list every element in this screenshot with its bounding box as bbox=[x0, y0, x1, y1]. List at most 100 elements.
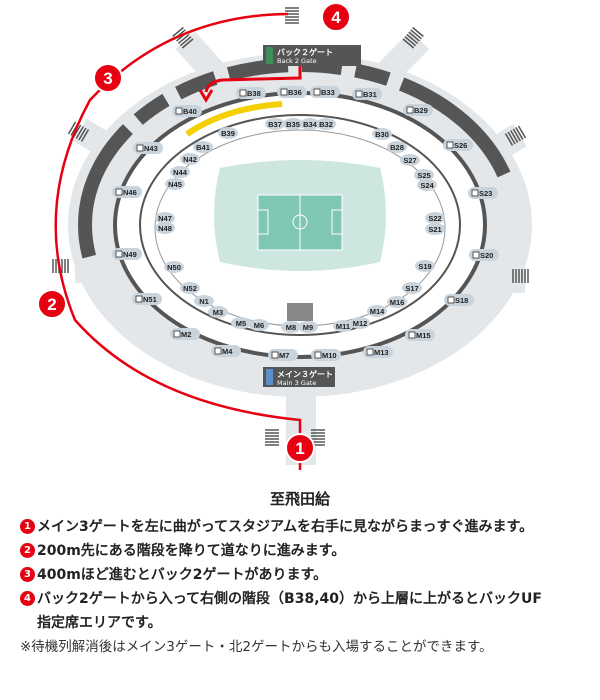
seat-block-s22[interactable]: S22 bbox=[425, 212, 445, 224]
seat-block-n46[interactable]: N46 bbox=[112, 186, 142, 198]
seat-block-m6[interactable]: M6 bbox=[249, 319, 269, 331]
seat-block-s21[interactable]: S21 bbox=[425, 223, 445, 235]
seat-block-b34[interactable]: B34 bbox=[300, 118, 320, 130]
seat-block-n52[interactable]: N52 bbox=[180, 282, 200, 294]
seat-block-m4[interactable]: M4 bbox=[211, 345, 241, 357]
elevator-icon bbox=[447, 296, 455, 304]
seat-label: B35 bbox=[286, 120, 300, 129]
elevator-icon bbox=[214, 347, 222, 355]
seat-block-m9[interactable]: M9 bbox=[298, 321, 318, 333]
seat-label: B41 bbox=[196, 143, 210, 152]
elevator-icon bbox=[366, 348, 374, 356]
seat-block-b37[interactable]: B37 bbox=[265, 118, 285, 130]
seat-block-b35[interactable]: B35 bbox=[283, 118, 303, 130]
seat-block-m5[interactable]: M5 bbox=[231, 317, 251, 329]
step-number-1: 1 bbox=[20, 519, 35, 534]
seat-block-n1[interactable]: N1 bbox=[194, 295, 214, 307]
seat-block-b38[interactable]: B38 bbox=[236, 87, 266, 99]
route-marker-3: 3 bbox=[93, 63, 123, 93]
elevator-icon bbox=[239, 89, 247, 97]
seat-block-n43[interactable]: N43 bbox=[133, 142, 163, 154]
seat-label: M5 bbox=[236, 319, 246, 328]
seat-label: S17 bbox=[405, 284, 418, 293]
step-text: メイン3ゲートを左に曲がってスタジアムを右手に見ながらまっすぐ進みます。 bbox=[37, 519, 534, 535]
route-line-inside bbox=[204, 52, 302, 93]
back-2-gate-label: バック２ゲート Back 2 Gate bbox=[263, 45, 361, 66]
seat-block-b32[interactable]: B32 bbox=[316, 118, 336, 130]
seat-block-b31[interactable]: B31 bbox=[352, 88, 382, 100]
seat-block-m14[interactable]: M14 bbox=[367, 305, 387, 317]
seat-block-m10[interactable]: M10 bbox=[311, 349, 341, 361]
seat-label: M14 bbox=[370, 307, 385, 316]
seat-block-b41[interactable]: B41 bbox=[193, 141, 213, 153]
route-marker-4: 4 bbox=[321, 2, 351, 32]
seat-block-n42[interactable]: N42 bbox=[180, 153, 200, 165]
elevator-icon bbox=[355, 90, 363, 98]
elevator-icon bbox=[115, 188, 123, 196]
seat-block-b29[interactable]: B29 bbox=[403, 104, 433, 116]
seat-label: S24 bbox=[420, 181, 434, 190]
seat-block-s24[interactable]: S24 bbox=[417, 179, 437, 191]
route-marker-1: 1 bbox=[285, 433, 315, 463]
stairs-icon bbox=[265, 429, 279, 446]
seat-label: N48 bbox=[158, 224, 172, 233]
seat-block-m3[interactable]: M3 bbox=[208, 306, 228, 318]
seat-block-b36[interactable]: B36 bbox=[277, 86, 307, 98]
seat-label: M10 bbox=[322, 351, 337, 360]
seat-block-s26[interactable]: S26 bbox=[443, 139, 473, 151]
seat-label: M13 bbox=[374, 348, 389, 357]
stairs-icon bbox=[402, 26, 424, 49]
outer-structure bbox=[78, 58, 522, 392]
seat-block-m12[interactable]: M12 bbox=[350, 317, 370, 329]
seat-label: M9 bbox=[303, 323, 313, 332]
seat-block-n51[interactable]: N51 bbox=[132, 293, 162, 305]
seat-block-b40[interactable]: B40 bbox=[172, 105, 202, 117]
seat-block-b30[interactable]: B30 bbox=[372, 128, 392, 140]
elevator-icon bbox=[280, 88, 288, 96]
seat-block-n49[interactable]: N49 bbox=[112, 248, 142, 260]
seat-block-b28[interactable]: B28 bbox=[387, 141, 407, 153]
seat-block-n44[interactable]: N44 bbox=[170, 166, 190, 178]
seat-label: M15 bbox=[416, 331, 431, 340]
route-line bbox=[54, 12, 302, 470]
svg-text:メイン３ゲート: メイン３ゲート bbox=[277, 369, 333, 379]
seat-block-n47[interactable]: N47 bbox=[155, 212, 175, 224]
seat-label: M8 bbox=[286, 323, 296, 332]
seat-block-s23[interactable]: S23 bbox=[468, 187, 498, 199]
seat-block-m15[interactable]: M15 bbox=[405, 329, 435, 341]
seat-block-s17[interactable]: S17 bbox=[402, 282, 422, 294]
step-4-continued: 指定席エリアです。 bbox=[37, 615, 162, 631]
step-number-4: 4 bbox=[20, 591, 35, 606]
seat-label: S19 bbox=[418, 262, 431, 271]
seat-block-s18[interactable]: S18 bbox=[444, 294, 474, 306]
elevator-icon bbox=[175, 107, 183, 115]
step-text: 200m先にある階段を降りて道なりに進みます。 bbox=[37, 543, 346, 559]
seat-block-s19[interactable]: S19 bbox=[415, 260, 435, 272]
seat-block-n48[interactable]: N48 bbox=[155, 222, 175, 234]
seat-block-s25[interactable]: S25 bbox=[414, 169, 434, 181]
seat-label: S21 bbox=[428, 225, 441, 234]
seat-label: N44 bbox=[173, 168, 188, 177]
seat-label: B38 bbox=[247, 89, 261, 98]
seat-block-n45[interactable]: N45 bbox=[165, 178, 185, 190]
stairs-icon bbox=[512, 269, 529, 283]
seat-block-b39[interactable]: B39 bbox=[218, 127, 238, 139]
stairs-icon bbox=[311, 429, 325, 446]
seat-block-b33[interactable]: B33 bbox=[310, 86, 340, 98]
seat-block-s27[interactable]: S27 bbox=[400, 154, 420, 166]
seat-block-m16[interactable]: M16 bbox=[387, 296, 407, 308]
seat-label: N52 bbox=[183, 284, 197, 293]
seat-label: M16 bbox=[390, 298, 405, 307]
seat-block-n50[interactable]: N50 bbox=[164, 261, 184, 273]
seat-block-m2[interactable]: M2 bbox=[170, 328, 200, 340]
seat-block-s20[interactable]: S20 bbox=[469, 249, 499, 261]
seat-label: N49 bbox=[123, 250, 137, 259]
seat-block-m13[interactable]: M13 bbox=[363, 346, 393, 358]
seat-label: M3 bbox=[213, 308, 223, 317]
seat-label: B29 bbox=[414, 106, 428, 115]
seat-block-m8[interactable]: M8 bbox=[281, 321, 301, 333]
seat-label: S25 bbox=[417, 171, 430, 180]
seat-block-m7[interactable]: M7 bbox=[268, 349, 298, 361]
seat-label: B28 bbox=[390, 143, 404, 152]
seat-block-m11[interactable]: M11 bbox=[333, 320, 353, 332]
